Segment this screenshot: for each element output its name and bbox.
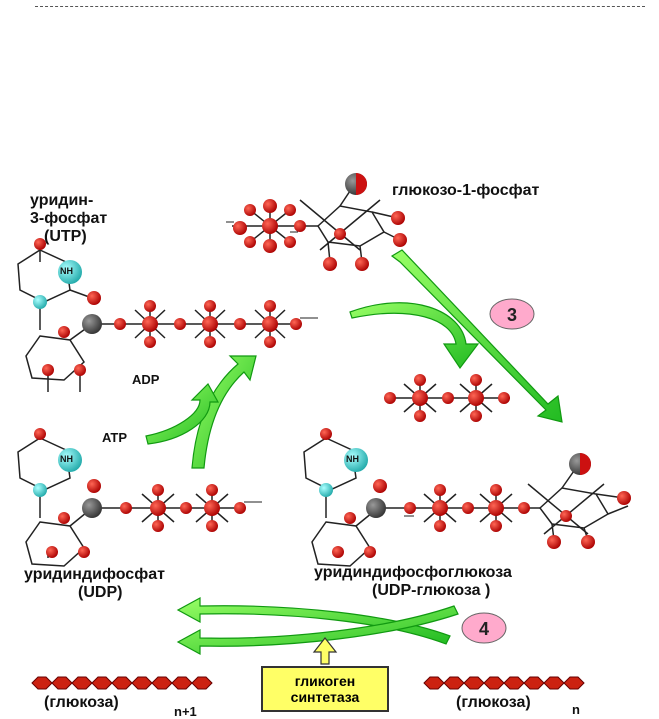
glucose-chain-n1-label: (глюкоза)	[44, 694, 119, 711]
glucose-1-phosphate-label: глюкозо-1-фосфат	[392, 182, 540, 199]
top-divider	[35, 6, 645, 7]
glycogen-chain-n1	[31, 676, 213, 690]
step-badge-4: 4	[461, 612, 507, 644]
udp-glucose-molecule	[303, 428, 631, 567]
step-badge-3: 3	[489, 298, 535, 330]
svg-text:3: 3	[507, 305, 517, 325]
atom-nh-udp: NH	[60, 454, 73, 464]
glucose-1-phosphate-molecule	[226, 173, 407, 271]
glycogen-synthase-box: гликоген синтетаза	[261, 666, 389, 712]
utp-label-line1: уридин-	[30, 192, 94, 209]
enzyme-line1: гликоген	[294, 673, 356, 689]
atom-nh-utp: NH	[60, 266, 73, 276]
pyrophosphate-molecule	[384, 374, 510, 422]
arrow-atp-to-adp	[145, 383, 220, 445]
adp-label: ADP	[132, 372, 160, 387]
glycogen-chain-n	[423, 676, 585, 690]
svg-text:4: 4	[479, 619, 489, 639]
udp-name-label: уридиндифосфат	[24, 566, 165, 583]
arrow-step4-lower	[176, 605, 459, 656]
udp-molecule	[17, 428, 262, 567]
glucose-chain-n1-subscript: n+1	[174, 704, 197, 719]
enzyme-line2: синтетаза	[290, 689, 360, 705]
atp-label: ATP	[102, 430, 128, 445]
arrow-glc1p-to-udpg	[390, 249, 563, 423]
utp-label-line2: 3-фосфат	[30, 210, 108, 227]
atom-nh-udpg: NH	[346, 454, 359, 464]
udp-glucose-abbr-label: (UDP-глюкоза )	[372, 582, 491, 599]
utp-label-line3: (UTP)	[44, 228, 87, 245]
arrow-enzyme	[312, 637, 338, 665]
udp-abbr-label: (UDP)	[78, 584, 123, 601]
arrow-utp-to-ppi	[349, 302, 480, 370]
glucose-chain-n-label: (глюкоза)	[456, 694, 531, 711]
utp-molecule	[17, 238, 318, 392]
udp-glucose-name-label: уридиндифосфоглюкоза	[314, 564, 512, 581]
reaction-arrows	[145, 249, 563, 665]
glucose-chain-n-subscript: n	[572, 702, 580, 717]
